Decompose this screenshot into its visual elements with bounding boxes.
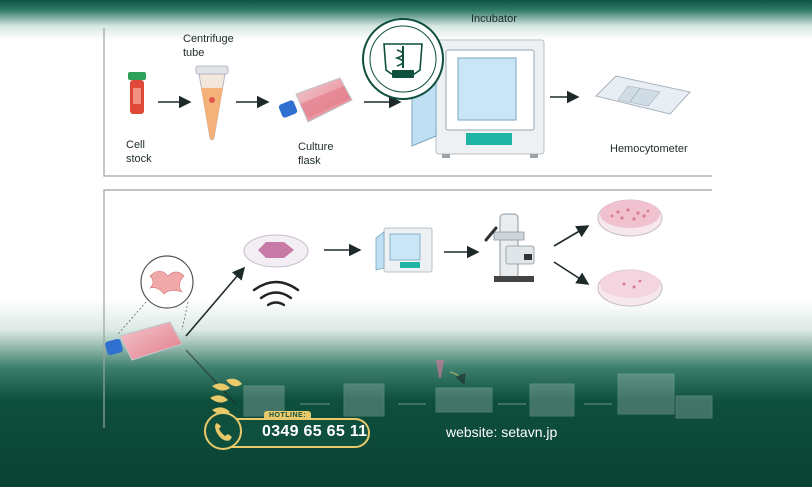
wifi-waves-icon: [252, 280, 300, 307]
culture-flask-bottom-icon: [105, 321, 183, 361]
faded-pipette-icon: [436, 360, 466, 386]
top-panel-frame: [103, 28, 712, 177]
petri-dish-top-icon: [597, 199, 663, 237]
arrow-down-right: [553, 261, 590, 285]
faded-lower-row: [243, 373, 713, 419]
incubator-icon: [411, 39, 545, 158]
arrow-flask-down: [185, 349, 237, 405]
petri-dish-icon: [243, 234, 309, 268]
hotline-number[interactable]: 0349 65 65 11: [262, 423, 368, 440]
label-incubator: Incubator: [471, 13, 517, 25]
cell-stock-vial-icon: [128, 72, 146, 114]
microscope-icon: [484, 213, 535, 282]
cell-magnified-icon: [117, 255, 194, 335]
hotline-widget[interactable]: HOTLINE: 0349 65 65 11: [204, 411, 376, 454]
arrow-flask-up: [185, 266, 246, 337]
centrifuge-tube-icon: [195, 65, 229, 141]
label-culture-flask: Culture flask: [298, 141, 334, 167]
hotline-label: HOTLINE:: [264, 411, 312, 420]
hemocytometer-icon: [595, 75, 691, 115]
website-text[interactable]: website: setavn.jp: [446, 424, 558, 440]
hotline-pill[interactable]: HOTLINE: 0349 65 65 11: [218, 411, 370, 448]
label-cell-stock: Cell stock: [126, 139, 152, 165]
arrow-up-right: [553, 225, 590, 247]
phone-icon[interactable]: [204, 412, 242, 450]
label-hemocytometer: Hemocytometer: [610, 143, 688, 155]
culture-flask-icon: [278, 77, 353, 123]
leaf-icon: [210, 378, 242, 415]
petri-dish-bottom-icon: [597, 269, 663, 307]
label-centrifuge-tube: Centrifuge tube: [183, 33, 234, 59]
seta-logo: [362, 18, 444, 100]
incubator-small-icon: [375, 227, 433, 273]
bottom-panel-frame: [103, 189, 712, 428]
